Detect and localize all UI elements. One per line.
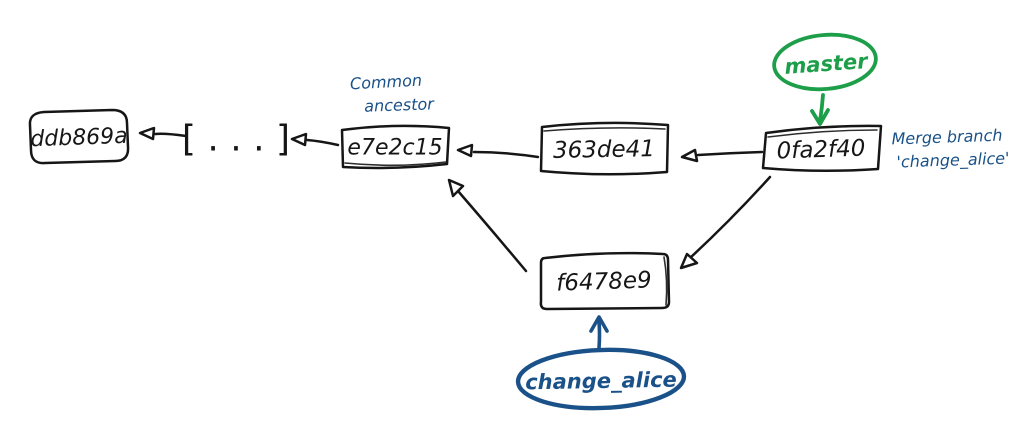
arrow-0fa2f40-to-363de41	[680, 148, 764, 163]
arrow-e7e2c15-to-ellipsis	[290, 132, 340, 147]
commit-node-f6478e9	[539, 251, 671, 311]
commit-hash-f6478e9: f6478e9	[556, 267, 652, 296]
arrow-head-icon	[456, 143, 474, 158]
commit-box-overdraw	[543, 127, 666, 132]
master-label: master	[784, 49, 870, 79]
arrow-head-icon	[447, 178, 465, 198]
common-ancestor-label: Common ancestor	[350, 71, 436, 116]
arrow-line	[456, 189, 528, 273]
arrow-f6478e9-to-e7e2c15	[447, 178, 528, 273]
commit-node-0fa2f40	[761, 124, 883, 173]
merge-note-label: Merge branch 'change_alice'	[891, 126, 1010, 173]
common-ancestor-line2: ancestor	[364, 94, 436, 115]
commit-box-overdraw	[767, 129, 878, 138]
arrow-363de41-to-e7e2c15	[456, 143, 540, 159]
change-alice-arrow-line	[597, 319, 602, 350]
arrow-0fa2f40-to-f6478e9	[679, 175, 772, 270]
master-arrow-head-icon	[810, 108, 830, 126]
commit-box-outline	[539, 121, 670, 176]
commit-node-ddb869a	[28, 108, 130, 165]
commit-node-e7e2c15	[340, 124, 451, 170]
commit-box-outline	[539, 251, 671, 311]
commit-hash-0fa2f40: 0fa2f40	[776, 135, 866, 164]
merge-note-line2: 'change_alice'	[896, 149, 1010, 173]
merge-note-line1: Merge branch	[891, 126, 1003, 149]
arrow-head-icon	[679, 252, 699, 270]
branch-pointer-change-alice	[515, 315, 687, 411]
commit-hash-363de41: 363de41	[553, 136, 655, 164]
commit-box-outline	[761, 124, 883, 173]
commit-hash-ddb869a: ddb869a	[30, 124, 128, 152]
master-ellipse	[772, 32, 878, 92]
branch-pointer-master	[772, 32, 878, 126]
commit-box-overdraw	[663, 256, 668, 306]
arrow-ellipsis-to-ddb869a	[138, 126, 188, 141]
arrow-head-icon	[680, 148, 699, 163]
arrow-line	[688, 175, 772, 260]
commit-box-overdraw	[344, 161, 447, 167]
ink-strokes	[28, 108, 883, 311]
commit-node-363de41	[539, 121, 670, 176]
arrow-head-icon	[290, 132, 308, 147]
arrow-line	[305, 138, 340, 147]
arrow-line	[472, 150, 540, 159]
arrow-head-icon	[138, 126, 156, 141]
commit-placeholder-ellipsis: [ . . . ]	[182, 119, 290, 160]
change-alice-label: change_alice	[525, 368, 677, 395]
commit-box-outline	[340, 124, 451, 170]
master-arrow-line	[818, 93, 825, 123]
common-ancestor-line1: Common	[350, 71, 423, 94]
change-alice-arrow-head-icon	[589, 315, 609, 333]
arrow-line	[696, 150, 764, 157]
commit-hash-e7e2c15: e7e2c15	[347, 136, 442, 161]
commit-box-outline	[28, 108, 130, 165]
arrow-line	[153, 132, 188, 138]
change-alice-ellipse	[515, 347, 687, 411]
